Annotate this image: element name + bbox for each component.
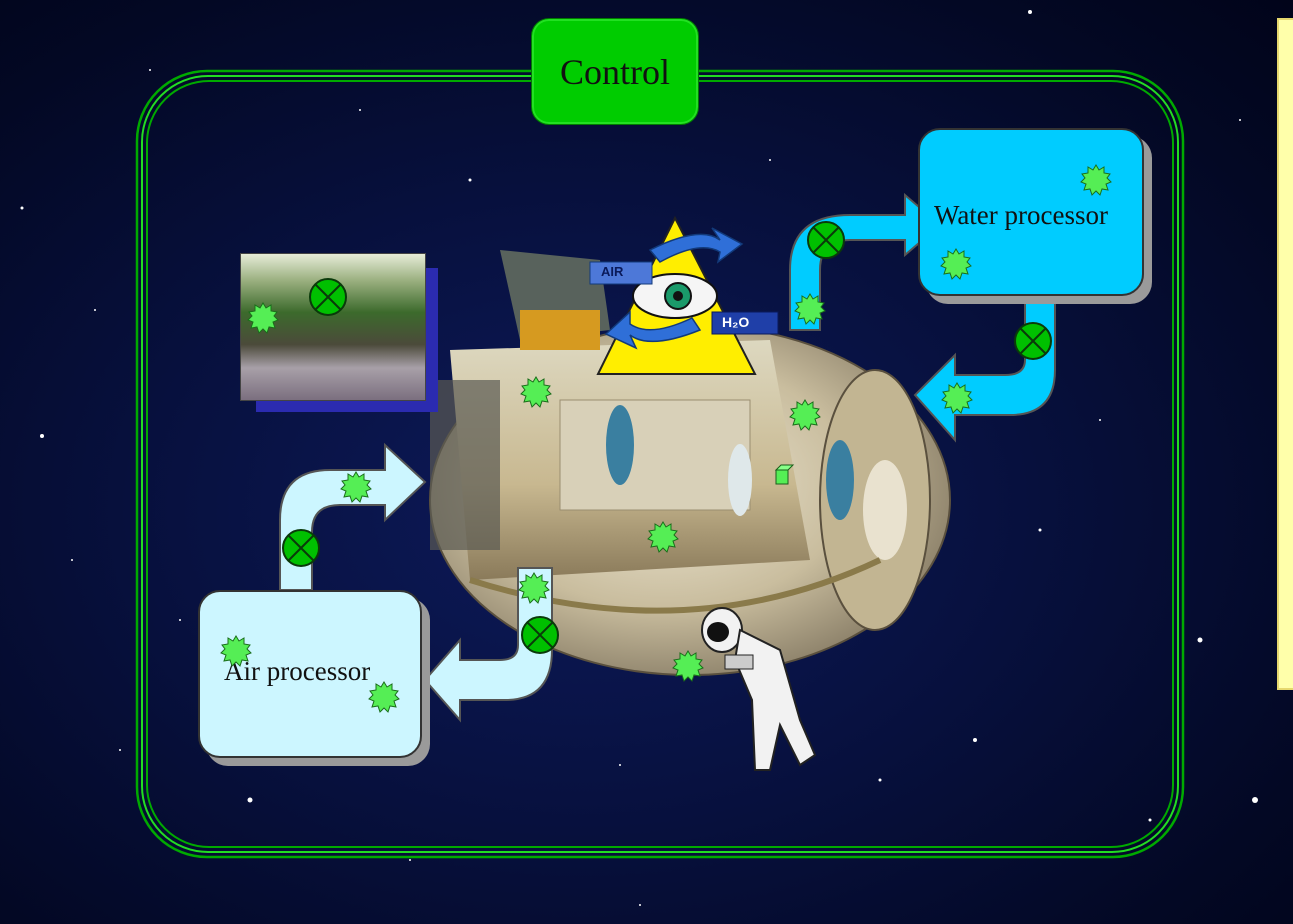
logo-air-text: AIR xyxy=(601,264,624,279)
side-notes-panel xyxy=(1277,18,1293,690)
cube-icon xyxy=(774,464,795,485)
spacewalker-figure xyxy=(701,607,817,771)
air-arrows xyxy=(279,442,553,723)
control-node: Control xyxy=(531,18,699,125)
crew-figures xyxy=(606,405,854,520)
water-processor-node: Water processor xyxy=(918,128,1144,296)
logo-h2o-text: H₂O xyxy=(722,314,750,330)
control-label: Control xyxy=(559,51,670,92)
recycling-logo xyxy=(589,215,779,375)
water-processor-label: Water processor xyxy=(934,200,1108,230)
